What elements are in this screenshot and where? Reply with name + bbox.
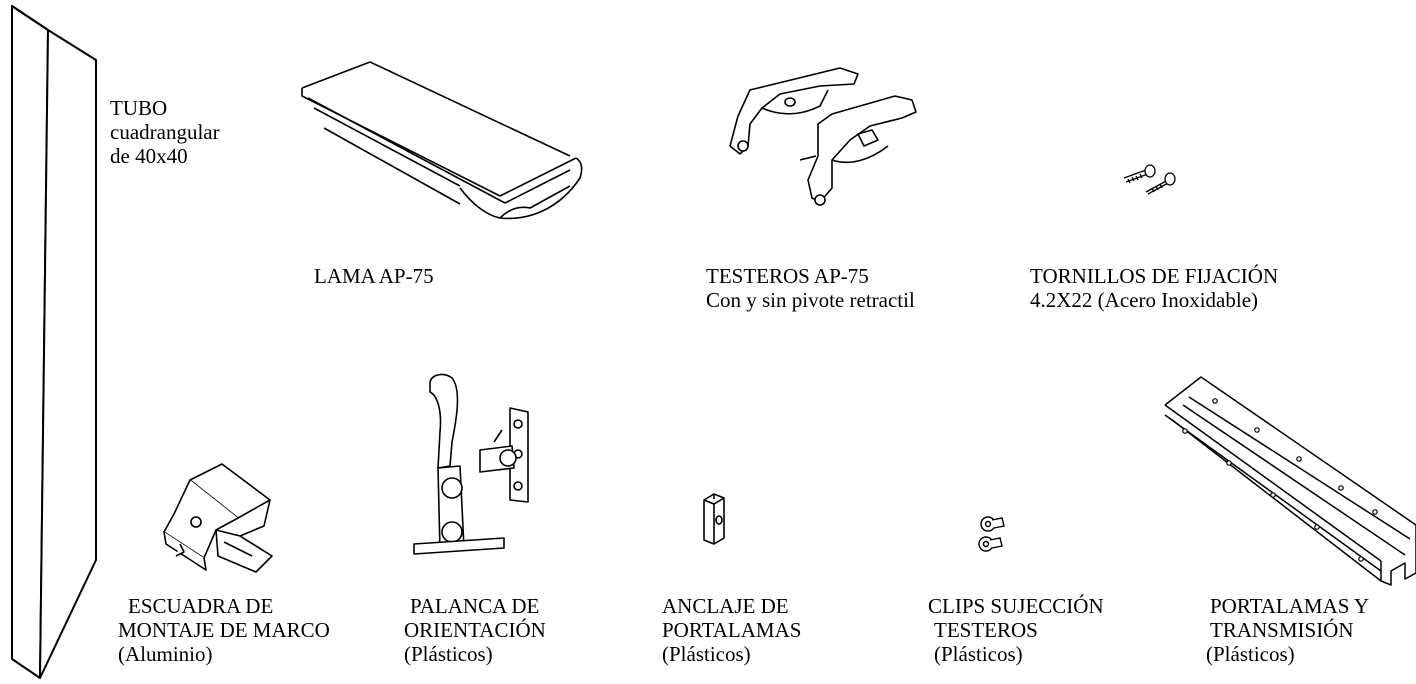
palanca-label: PALANCA DE ORIENTACIÓN (Plásticos) — [404, 594, 546, 666]
clips-label-line-1: CLIPS SUJECCIÓN — [928, 594, 1104, 618]
palanca-label-line-1: PALANCA DE — [410, 594, 540, 618]
screws-icon — [1120, 160, 1176, 196]
tube-label-line-2: cuadrangular — [110, 120, 220, 144]
slat-icon — [300, 58, 590, 228]
square-tube-icon — [0, 0, 110, 684]
portalamas-label-line-1: PORTALAMAS Y — [1210, 594, 1370, 618]
anclaje-label-line-2: PORTALAMAS — [662, 618, 802, 642]
tornillos-label-line-2: 4.2X22 (Acero Inoxidable) — [1030, 288, 1259, 312]
tube-label: TUBO cuadrangular de 40x40 — [110, 96, 220, 168]
anclaje-label: ANCLAJE DE PORTALAMAS (Plásticos) — [662, 594, 801, 666]
orientation-lever-icon — [410, 372, 535, 557]
clips-label-line-2: TESTEROS — [934, 618, 1038, 642]
tube-label-line-1: TUBO — [110, 96, 168, 120]
frame-bracket-icon — [160, 460, 290, 580]
anchor-icon — [700, 490, 730, 550]
tornillos-label-line-1: TORNILLOS DE FIJACIÓN — [1030, 264, 1279, 288]
anclaje-label-line-1: ANCLAJE DE — [662, 594, 789, 618]
anclaje-label-line-3: (Plásticos) — [662, 642, 751, 666]
escuadra-label: ESCUADRA DE MONTAJE DE MARCO (Aluminio) — [118, 594, 330, 666]
lama-label-line-1: LAMA AP-75 — [314, 264, 434, 288]
escuadra-label-line-2: MONTAJE DE MARCO — [118, 618, 330, 642]
lama-label: LAMA AP-75 — [314, 264, 434, 288]
clips-label: CLIPS SUJECCIÓN TESTEROS (Plásticos) — [928, 594, 1104, 666]
portalamas-label-line-3: (Plásticos) — [1206, 642, 1295, 666]
palanca-label-line-3: (Plásticos) — [404, 642, 493, 666]
clips-icon — [972, 512, 1016, 556]
portalamas-label: PORTALAMAS Y TRANSMISIÓN (Plásticos) — [1206, 594, 1369, 666]
testeros-label: TESTEROS AP-75 Con y sin pivote retracti… — [706, 264, 915, 312]
escuadra-label-line-1: ESCUADRA DE — [128, 594, 274, 618]
end-caps-icon — [720, 60, 930, 220]
testeros-label-line-1: TESTEROS AP-75 — [706, 264, 869, 288]
tube-label-line-3: de 40x40 — [110, 144, 188, 168]
clips-label-line-3: (Plásticos) — [934, 642, 1023, 666]
tornillos-label: TORNILLOS DE FIJACIÓN 4.2X22 (Acero Inox… — [1030, 264, 1278, 312]
portalamas-label-line-2: TRANSMISIÓN — [1210, 618, 1354, 642]
palanca-label-line-2: ORIENTACIÓN — [404, 618, 546, 642]
slat-carrier-rail-icon — [1165, 375, 1416, 635]
escuadra-label-line-3: (Aluminio) — [118, 642, 213, 666]
testeros-label-line-2: Con y sin pivote retractil — [706, 288, 915, 312]
